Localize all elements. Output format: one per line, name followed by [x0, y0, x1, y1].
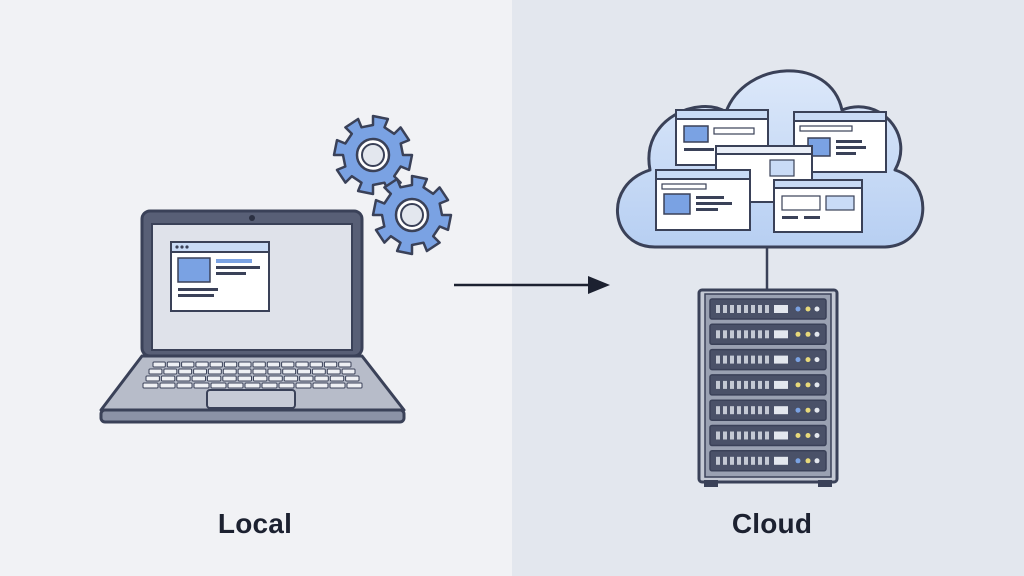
gear-icon: [371, 174, 453, 256]
arrow-right-icon: [454, 276, 610, 294]
local-label: Local: [217, 508, 293, 539]
cloud-window: [655, 169, 751, 231]
laptop-icon: [99, 209, 406, 424]
cloud-label: Cloud: [731, 508, 813, 539]
gear-icon: [332, 114, 414, 196]
cloud-window: [773, 179, 863, 233]
server-rack-icon: [697, 288, 839, 487]
laptop-keyboard: [142, 361, 363, 389]
laptop-screen-window: [170, 241, 270, 312]
